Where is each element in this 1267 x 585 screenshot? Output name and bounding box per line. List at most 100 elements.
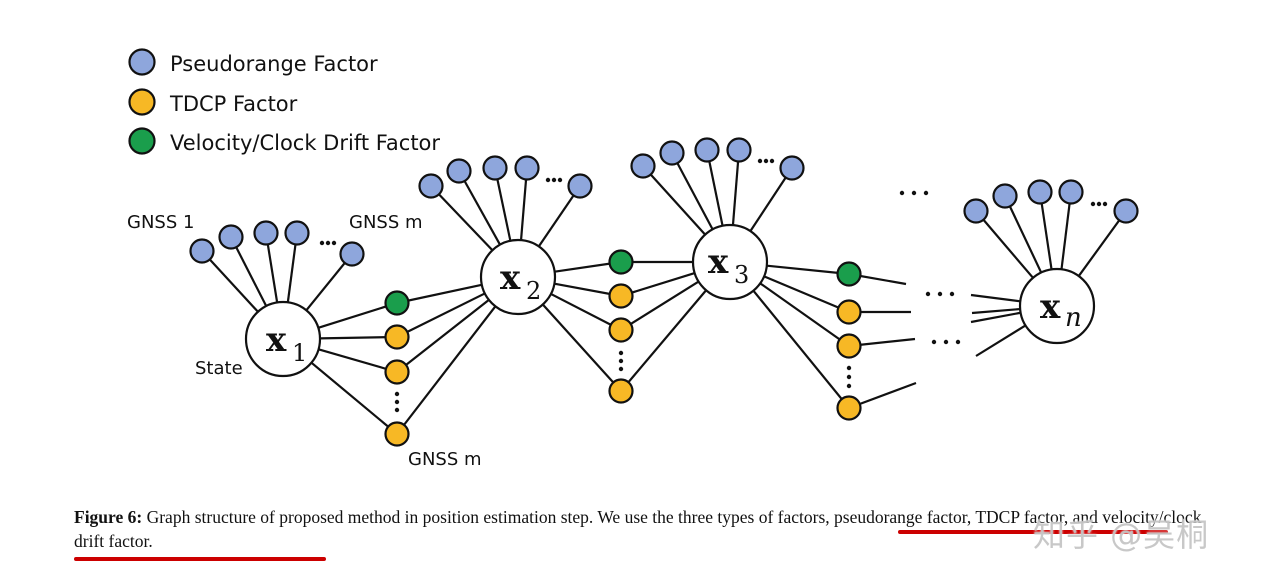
legend-label-velocity: Velocity/Clock Drift Factor: [170, 131, 440, 155]
state-x3-symbol: x: [708, 242, 729, 282]
horizontal-ellipsis-dot: [925, 291, 931, 297]
tdcp-factor-node: [836, 395, 862, 421]
tdcp-factor-node: [384, 324, 410, 350]
pseudorange-factor-node: [189, 238, 215, 264]
state-node-x2: x 2: [479, 238, 557, 316]
vertical-ellipsis-dot: [618, 350, 624, 356]
figure-number: Figure 6:: [74, 507, 143, 527]
horizontal-ellipsis-dot: [769, 158, 775, 164]
vertical-ellipsis-dot: [618, 366, 624, 372]
legend: Pseudorange Factor TDCP Factor Velocity/…: [128, 48, 440, 155]
velocity-edge: [396, 283, 483, 305]
legend-item-velocity: Velocity/Clock Drift Factor: [128, 127, 440, 155]
legend-label-pseudorange: Pseudorange Factor: [170, 52, 378, 76]
pseudorange-edge: [230, 236, 268, 307]
state-xn-subscript: n: [1065, 303, 1082, 333]
horizontal-ellipsis-dot: [331, 240, 337, 246]
pseudorange-edge: [671, 152, 714, 230]
ellipsis-dots: [319, 158, 1108, 413]
velocity-edge: [766, 264, 850, 276]
state-x3-subscript: 3: [734, 261, 749, 289]
pseudorange-edge: [1004, 195, 1043, 274]
horizontal-ellipsis-dot: [325, 240, 331, 246]
tdcp-edge: [396, 305, 497, 435]
pseudorange-legend-marker: [128, 48, 156, 76]
figure-caption: Figure 6: Graph structure of proposed me…: [74, 505, 1234, 553]
velocity-edge: [317, 301, 398, 329]
tdcp-factor-node: [836, 299, 862, 325]
label-state: State: [195, 358, 243, 379]
state-xn-symbol: x: [1040, 287, 1061, 327]
pseudorange-factor-node: [253, 220, 279, 246]
pseudorange-edge: [642, 165, 706, 236]
tdcp-edge: [396, 298, 490, 373]
incoming-dangling-edge: [971, 307, 1021, 315]
pseudorange-factor-node: [1027, 179, 1053, 205]
vertical-ellipsis-dot: [846, 374, 852, 380]
horizontal-ellipsis-dot: [923, 190, 929, 196]
pseudorange-factor-node: [218, 224, 244, 250]
tdcp-edge: [759, 282, 850, 347]
vertical-ellipsis-dot: [846, 365, 852, 371]
pseudorange-factor-node: [779, 155, 805, 181]
pseudorange-factor-node: [963, 198, 989, 224]
pseudorange-factor-node: [659, 140, 685, 166]
pseudorange-factor-node: [630, 153, 656, 179]
tdcp-factor-node: [608, 317, 634, 343]
horizontal-ellipsis-dot: [949, 291, 955, 297]
state-node-x3: x 3: [691, 223, 769, 301]
pseudorange-edge: [1038, 191, 1053, 270]
pseudorange-factor-node: [446, 158, 472, 184]
horizontal-ellipsis-dot: [955, 339, 961, 345]
horizontal-ellipsis-dot: [899, 190, 905, 196]
horizontal-ellipsis-dot: [931, 339, 937, 345]
pseudorange-factor-node: [992, 183, 1018, 209]
factor-nodes: [189, 137, 1139, 447]
incoming-dangling-edge: [970, 293, 1021, 303]
state-x1-subscript: 1: [292, 339, 307, 367]
tdcp-edge: [310, 361, 398, 435]
tdcp-factor-node: [836, 333, 862, 359]
horizontal-ellipsis-dot: [937, 291, 943, 297]
pseudorange-edge: [201, 250, 259, 313]
tdcp-factor-node: [608, 283, 634, 309]
incoming-dangling-edge: [975, 324, 1027, 357]
watermark: 知乎 @吴桐: [1033, 516, 1210, 554]
vertical-ellipsis-dot: [618, 358, 624, 364]
pseudorange-factor-node: [1113, 198, 1139, 224]
velocity-factor-node: [384, 290, 410, 316]
tdcp-edge: [620, 271, 696, 298]
state-node-xn: x n: [1018, 267, 1096, 345]
pseudorange-edge: [430, 185, 494, 252]
velocity-factor-node: [836, 261, 862, 287]
legend-item-pseudorange: Pseudorange Factor: [128, 48, 378, 76]
tdcp-legend-marker: [128, 88, 156, 116]
velocity-legend-marker: [128, 127, 156, 155]
pseudorange-factor-node: [726, 137, 752, 163]
pseudorange-edge: [1077, 210, 1127, 277]
pseudorange-edge: [705, 149, 724, 226]
tdcp-edge: [620, 289, 707, 392]
horizontal-ellipsis-dot: [1090, 201, 1096, 207]
tdcp-edge: [318, 348, 398, 374]
horizontal-ellipsis-dot: [557, 177, 563, 183]
tdcp-factor-node: [608, 378, 634, 404]
pseudorange-edge: [458, 170, 501, 246]
horizontal-ellipsis-dot: [943, 339, 949, 345]
caption-text: Graph structure of proposed method in po…: [74, 507, 1202, 551]
legend-label-tdcp: TDCP Factor: [169, 92, 298, 116]
horizontal-ellipsis-dot: [545, 177, 551, 183]
underline-annotation-1: [898, 530, 1168, 534]
tdcp-edge: [550, 292, 622, 331]
vertical-ellipsis-dot: [394, 391, 400, 397]
velocity-factor-node: [608, 249, 634, 275]
pseudorange-factor-node: [284, 220, 310, 246]
pseudorange-edge: [749, 167, 793, 232]
legend-item-tdcp: TDCP Factor: [128, 88, 298, 116]
edges: [201, 149, 1127, 435]
tdcp-edge: [620, 280, 700, 331]
pseudorange-edge: [1060, 191, 1073, 270]
horizontal-ellipsis-dot: [911, 190, 917, 196]
state-node-x1: x 1: [244, 300, 322, 378]
tdcp-edge: [319, 335, 398, 340]
